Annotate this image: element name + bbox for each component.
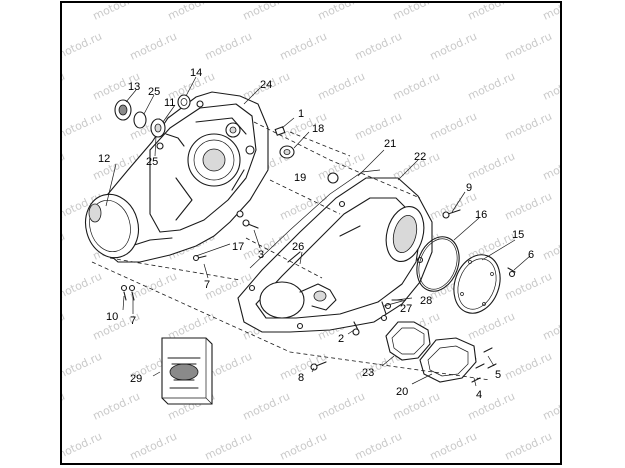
callout-11: 11 [164,97,175,109]
callout-3: 3 [258,249,264,261]
watermark-text: motod.ru [316,3,367,23]
watermark-text: motod.ru [62,70,67,103]
watermark-text: motod.ru [541,230,560,263]
starter-jackshaft-cup [85,193,139,259]
watermark-text: motod.ru [62,150,67,183]
watermark-text: motod.ru [353,110,404,143]
watermark-text: motod.ru [503,30,554,63]
watermark-text: motod.ru [62,3,67,23]
callout-28: 28 [420,295,432,307]
callout-25-lower: 25 [146,156,158,168]
diagram-frame: motod.ru motod.ru motod.ru motod.ru motod.ru… [60,1,562,465]
watermark-text: motod.ru [428,430,479,463]
callout-8: 8 [298,372,304,384]
watermark-text: motod.ru [166,3,217,23]
watermark-text: motod.ru [541,150,560,183]
callout-5: 5 [495,369,501,381]
watermark-text: motod.ru [62,430,104,463]
watermark-text: motod.ru [428,30,479,63]
callout-7-upper: 7 [204,279,210,291]
outer-primary-cover [237,177,433,333]
watermark-text: motod.ru [278,30,329,63]
watermark-text: motod.ru [391,3,442,23]
watermark-text: motod.ru [541,3,560,23]
watermark-text: motod.ru [503,190,554,223]
watermark-text: motod.ru [278,430,329,463]
watermark-text: motod.ru [91,3,142,23]
dowel-pins [274,126,295,159]
watermark-text: motod.ru [541,310,560,343]
watermark-text: motod.ru [353,430,404,463]
watermark-text: motod.ru [62,390,67,423]
watermark-text: motod.ru [466,310,517,343]
callout-12: 12 [98,153,110,165]
derby-cover-assembly [416,236,516,314]
watermark-text: motod.ru [241,390,292,423]
watermark-text: motod.ru [62,270,104,303]
callout-9: 9 [466,182,472,194]
callout-21: 21 [384,138,396,150]
watermark-text: motod.ru [62,110,104,143]
gasket-kit-package [161,337,213,405]
watermark-text: motod.ru [503,430,554,463]
callout-29: 29 [130,373,142,385]
callout-24: 24 [260,79,272,91]
watermark-text: motod.ru [203,30,254,63]
watermark-text: motod.ru [316,70,367,103]
callout-10: 10 [106,311,118,323]
callout-leaders [105,76,531,387]
fasteners [120,209,461,371]
watermark-text: motod.ru [241,3,292,23]
callout-4: 4 [476,389,482,401]
watermark-text: motod.ru [62,230,67,263]
watermark-text: motod.ru [466,390,517,423]
inspection-cover-assembly [385,321,497,383]
callout-23: 23 [362,367,374,379]
callout-26: 26 [292,241,304,253]
callout-20: 20 [396,386,408,398]
callout-1: 1 [298,108,304,120]
callout-16: 16 [475,209,487,221]
watermark-text: motod.ru [541,70,560,103]
callout-22: 22 [414,151,426,163]
watermark-text: motod.ru [466,70,517,103]
watermark-text: motod.ru [203,430,254,463]
watermark-text: motod.ru [91,390,142,423]
watermark-text: motod.ru [316,390,367,423]
callout-27: 27 [400,303,412,315]
callout-15: 15 [512,229,524,241]
watermark-text: motod.ru [353,30,404,63]
watermark-text: motod.ru [62,30,104,63]
watermark-text: motod.ru [466,150,517,183]
inner-primary-housing [98,91,269,263]
primary-cover-exploded-diagram: motod.ru motod.ru motod.ru motod.ru motod.ru… [62,3,560,463]
callout-7-lower: 7 [130,315,136,327]
callout-labels: 1 2 3 4 5 6 7 7 8 9 10 11 12 13 14 15 16… [98,67,534,401]
gasket-dowel [327,172,339,184]
watermark-text: motod.ru [428,190,479,223]
primary-cover-gasket [249,169,381,269]
watermark-text: motod.ru [128,430,179,463]
callout-17: 17 [232,241,244,253]
callout-6: 6 [528,249,534,261]
callout-14: 14 [190,67,202,79]
watermark-text: motod.ru [62,310,67,343]
callout-25-upper: 25 [148,86,160,98]
callout-18: 18 [312,123,324,135]
watermark-text: motod.ru [503,350,554,383]
watermark-text: motod.ru [391,70,442,103]
watermark-text: motod.ru [316,150,367,183]
bearing-seal-stack [114,94,191,147]
watermark-text: motod.ru [503,110,554,143]
watermark-text: motod.ru [466,3,517,23]
watermark-text: motod.ru [541,390,560,423]
callout-2: 2 [338,333,344,345]
watermark-text: motod.ru [128,30,179,63]
watermark-text: motod.ru [428,110,479,143]
callout-19: 19 [294,172,306,184]
watermark-text: motod.ru [62,350,104,383]
callout-13: 13 [128,81,140,93]
